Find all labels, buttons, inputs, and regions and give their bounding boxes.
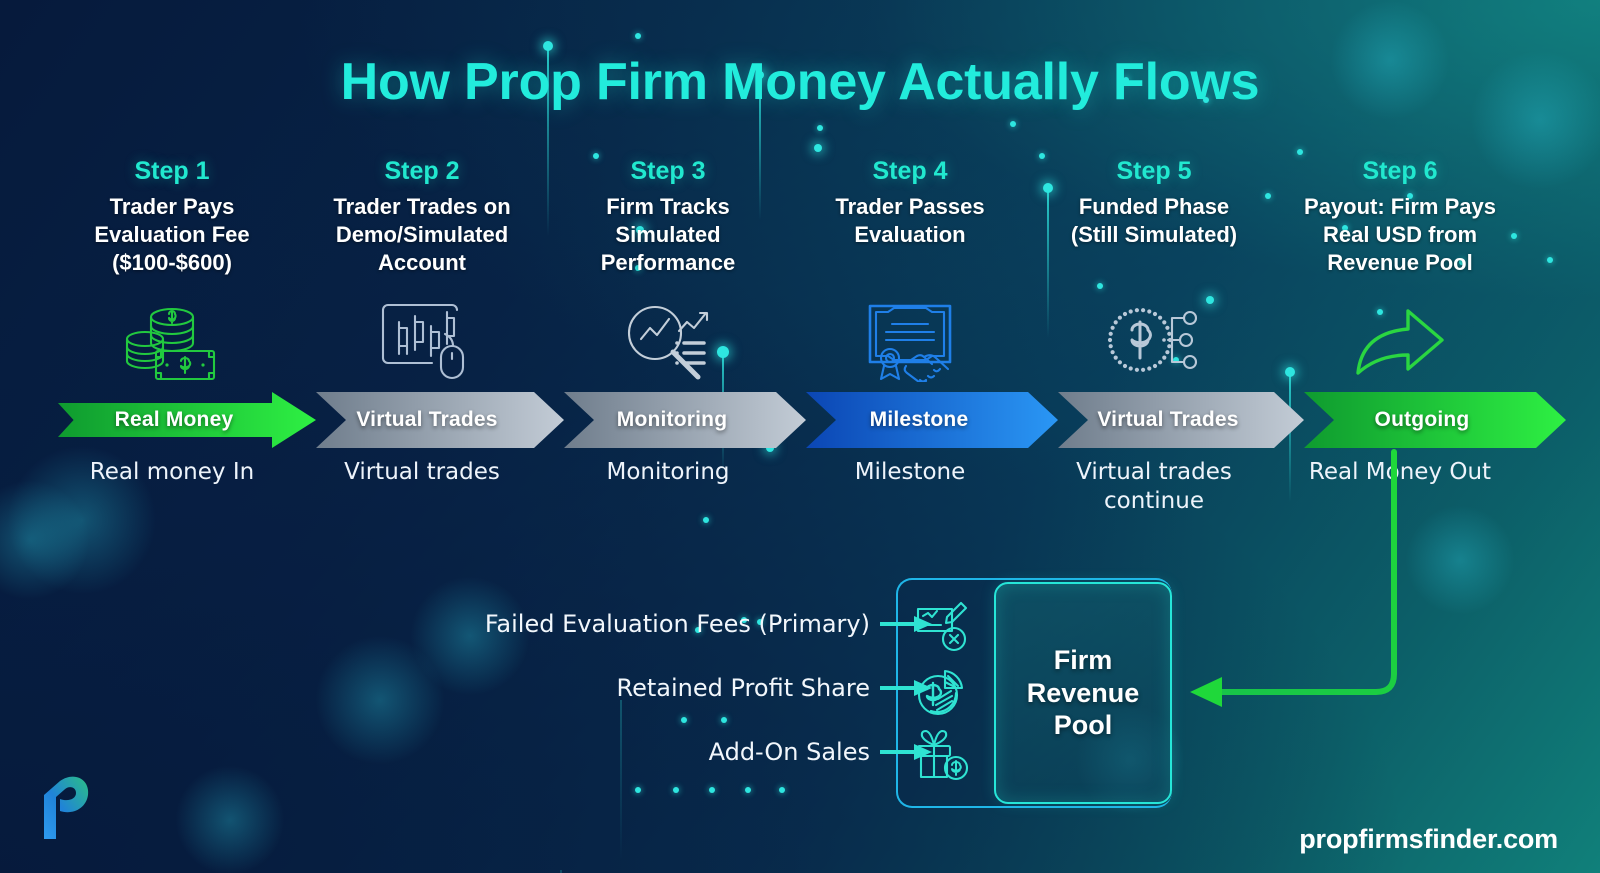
flow-chevron-band: Real Money Virtual Trades Monitoring Milest…: [0, 392, 1600, 448]
pool-source-label: Retained Profit Share: [616, 674, 870, 702]
step-column-2: Step 2 Trader Trades on Demo/Simulated Ac…: [298, 158, 546, 277]
step-label: Step 5: [1116, 157, 1192, 185]
p-logo-icon: [44, 776, 89, 839]
flow-chevron-1: Real Money: [58, 392, 316, 448]
flow-caption-5: Virtual trades continue: [1076, 459, 1232, 515]
flow-caption-2: Virtual trades: [344, 459, 500, 485]
step-label: Step 1: [134, 157, 210, 185]
chevron-label: Milestone: [869, 408, 969, 431]
step-title: Trader Passes Evaluation: [835, 194, 985, 248]
flow-chevron-6: Outgoing: [1304, 392, 1566, 448]
step-label: Step 2: [384, 157, 460, 185]
flow-caption-6: Real Money Out: [1308, 459, 1492, 485]
page-title: How Prop Firm Money Actually Flows: [340, 53, 1260, 111]
chevron-label: Virtual Trades: [356, 408, 498, 431]
step-title: Trader Trades on Demo/Simulated Account: [333, 194, 511, 276]
step-label: Step 3: [630, 157, 706, 185]
brand-footer: propfirmsfinder.com: [1299, 824, 1558, 854]
pool-panel: Firm Revenue Pool: [994, 582, 1172, 804]
chevron-label: Monitoring: [616, 408, 728, 431]
flow-chevron-2: Virtual Trades: [316, 392, 564, 448]
step-title: Funded Phase (Still Simulated): [1070, 194, 1238, 248]
step-column-4: Step 4 Trader Passes Evaluation: [786, 158, 1034, 249]
pool-source-arrow: [878, 615, 936, 633]
pool-source-label: Add-On Sales: [708, 738, 870, 766]
candlestick-chart-mouse-icon: [298, 298, 546, 384]
chevron-label: Virtual Trades: [1097, 408, 1239, 431]
step-title: Trader Pays Evaluation Fee ($100-$600): [94, 194, 250, 276]
pool-source-arrow: [878, 743, 936, 761]
flow-chevron-3: Monitoring: [564, 392, 806, 448]
flow-caption-1: Real money In: [89, 459, 255, 485]
step-column-3: Step 3 Firm Tracks Simulated Performance: [544, 158, 792, 277]
magnifier-analytics-icon: [544, 298, 792, 384]
pie-chart-dollar-icon: [914, 663, 972, 721]
step-label: Step 6: [1362, 157, 1438, 185]
pool-title: Firm Revenue Pool: [1026, 644, 1140, 741]
money-stack-icon: [48, 298, 296, 384]
dollar-circuit-icon: [1030, 298, 1278, 384]
certificate-handshake-icon: [786, 298, 1034, 384]
firm-revenue-pool: Firm Revenue Pool: [896, 578, 1172, 808]
step-title: Firm Tracks Simulated Performance: [600, 194, 736, 276]
return-arrow-icon: [1190, 449, 1397, 707]
flow-caption-3: Monitoring: [606, 459, 730, 485]
flow-chevron-5: Virtual Trades: [1058, 392, 1304, 448]
chevron-label: Outgoing: [1374, 408, 1470, 431]
step-column-5: Step 5 Funded Phase (Still Simulated): [1030, 158, 1278, 249]
step-column-6: Step 6 Payout: Firm Pays Real USD from Re…: [1276, 158, 1524, 277]
pool-source-label: Failed Evaluation Fees (Primary): [484, 610, 870, 638]
step-label: Step 4: [872, 157, 948, 185]
step-column-1: Step 1 Trader Pays Evaluation Fee ($100-$…: [48, 158, 296, 277]
curved-arrow-out-icon: [1276, 298, 1524, 384]
step-title: Payout: Firm Pays Real USD from Revenue …: [1304, 194, 1496, 276]
flow-chevron-4: Milestone: [806, 392, 1058, 448]
pool-source-arrow: [878, 679, 936, 697]
chevron-label: Real Money: [114, 408, 234, 431]
flow-caption-4: Milestone: [854, 459, 966, 485]
